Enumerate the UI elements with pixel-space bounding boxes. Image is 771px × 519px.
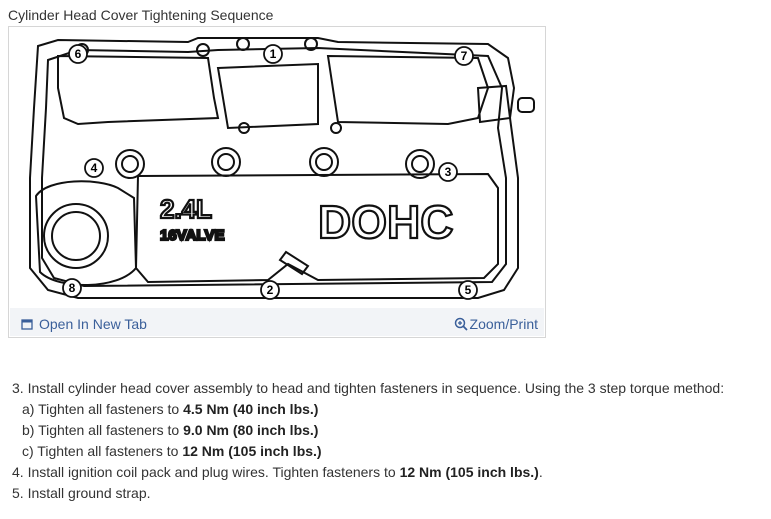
callout-1: 1 — [263, 44, 283, 64]
callout-5: 5 — [458, 280, 478, 300]
callout-3: 3 — [438, 162, 458, 182]
figure-panel: 2.4L 16VALVE DOHC 6 1 7 4 3 8 2 5 Open I… — [8, 26, 546, 338]
svg-text:7: 7 — [461, 49, 468, 63]
zoom-icon — [454, 317, 468, 331]
step-3b: b) Tighten all fasteners to 9.0 Nm (80 i… — [22, 422, 319, 438]
callout-8: 8 — [62, 278, 82, 298]
figure-title: Cylinder Head Cover Tightening Sequence — [8, 7, 274, 23]
figure-toolbar: Open In New Tab Zoom/Print — [10, 308, 544, 336]
svg-text:1: 1 — [270, 47, 277, 61]
svg-text:5: 5 — [465, 283, 472, 297]
svg-text:6: 6 — [75, 47, 82, 61]
step-4: 4. Install ignition coil pack and plug w… — [12, 464, 543, 480]
new-tab-icon — [21, 319, 33, 330]
step-3c: c) Tighten all fasteners to 12 Nm (105 i… — [22, 443, 322, 459]
dohc-label: DOHC — [318, 196, 453, 248]
svg-text:2: 2 — [267, 283, 274, 297]
step-3a: a) Tighten all fasteners to 4.5 Nm (40 i… — [22, 401, 319, 417]
zoom-print-label: Zoom/Print — [469, 316, 538, 332]
step-5: 5. Install ground strap. — [12, 485, 151, 501]
cylinder-head-cover-diagram[interactable]: 2.4L 16VALVE DOHC 6 1 7 4 3 8 2 5 — [18, 28, 538, 310]
callout-6: 6 — [68, 44, 88, 64]
step-3: 3. Install cylinder head cover assembly … — [12, 380, 725, 396]
callout-2: 2 — [260, 280, 280, 300]
callout-7: 7 — [454, 46, 474, 66]
svg-text:3: 3 — [445, 165, 452, 179]
zoom-print-link[interactable]: Zoom/Print — [454, 316, 538, 332]
engine-size-label: 2.4L — [160, 194, 212, 224]
valve-label: 16VALVE — [160, 227, 224, 244]
callout-4: 4 — [84, 158, 104, 178]
procedure-steps: 3. Install cylinder head cover assembly … — [12, 378, 724, 504]
svg-text:4: 4 — [91, 161, 98, 175]
svg-text:8: 8 — [69, 281, 76, 295]
open-in-new-tab-link[interactable]: Open In New Tab — [21, 316, 147, 332]
open-in-new-tab-label: Open In New Tab — [39, 316, 147, 332]
